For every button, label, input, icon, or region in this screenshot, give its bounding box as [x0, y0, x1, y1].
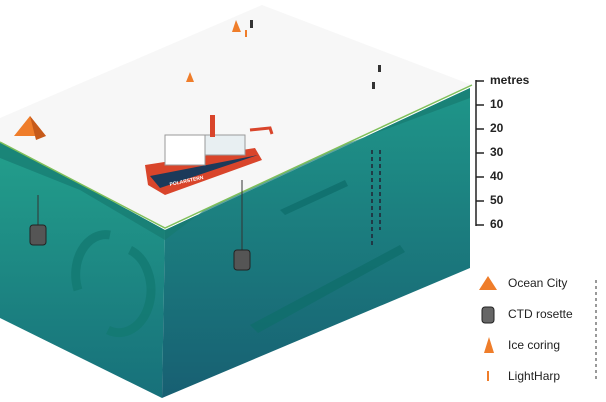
scale-tick-label: 30: [490, 145, 504, 159]
lightharp-icon: [476, 366, 500, 386]
legend-item: Ice coring: [476, 335, 560, 355]
ctd-rosette-icon: [233, 180, 251, 271]
depth-scale: [475, 80, 484, 226]
circulation-arrows: [71, 230, 156, 338]
scale-tick-label: 60: [490, 217, 504, 231]
polarstern-ship-icon: POLARSTERN: [145, 115, 274, 195]
sea-ice-surface: [0, 5, 472, 228]
ctd-rosette-icon: [476, 304, 500, 324]
ctd-rosette-icon: [29, 195, 47, 246]
lightharp-icon: [372, 82, 375, 89]
current-arrow: [280, 180, 348, 215]
current-arrow: [250, 245, 405, 333]
legend-item: LightHarp: [476, 366, 560, 386]
legend-item: Ocean City: [476, 273, 567, 293]
legend-label: Ocean City: [508, 276, 568, 290]
ice-coring-icon: [186, 72, 194, 82]
scale-tick-label: 50: [490, 193, 504, 207]
ocean-city-icon: [476, 273, 500, 293]
lightharp-icon: [250, 20, 253, 28]
legend-label: Ice coring: [508, 338, 561, 352]
legend-label: LightHarp: [508, 369, 561, 383]
lightharp-icon: [245, 30, 247, 37]
lightharp-icon: [378, 65, 381, 72]
scale-unit: metres: [490, 73, 530, 87]
legend-item: CTD rosette: [476, 304, 573, 324]
ocean-city-icon: [14, 116, 46, 140]
water-side-face: [162, 88, 470, 398]
ice-coring-icon: [476, 335, 500, 355]
scale-tick-label: 10: [490, 97, 504, 111]
scale-tick-label: 40: [490, 169, 504, 183]
legend-label: CTD rosette: [508, 307, 573, 321]
ice-coring-icon: [232, 20, 241, 32]
scale-tick-label: 20: [490, 121, 504, 135]
